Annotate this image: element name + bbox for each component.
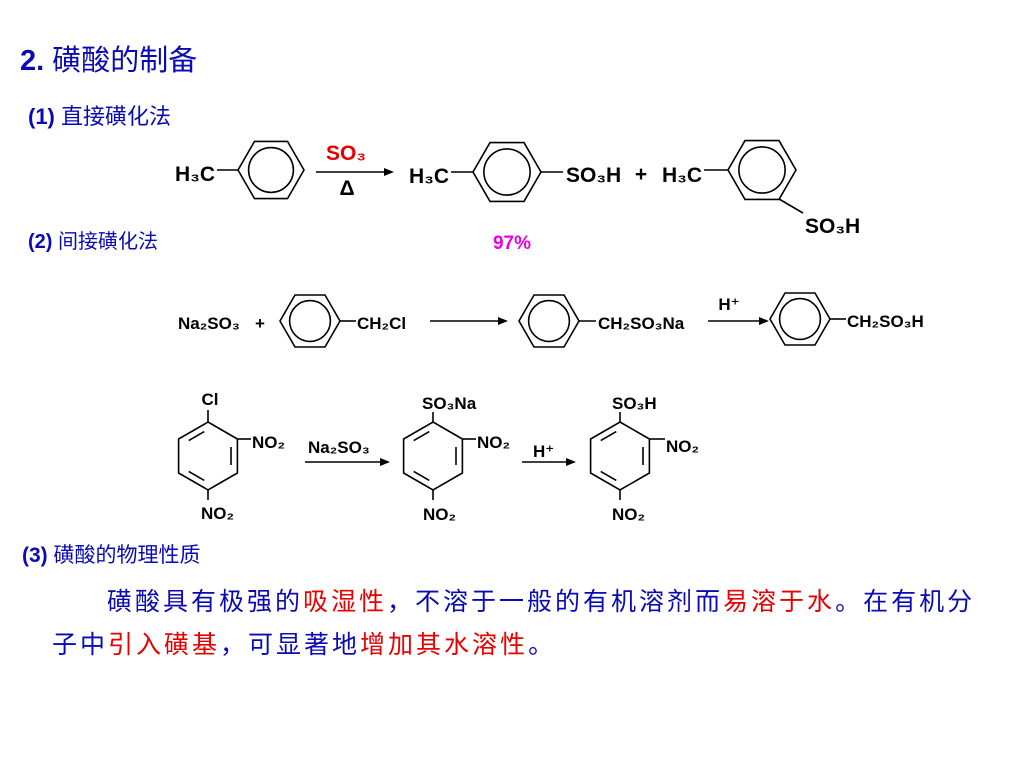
arrow-head bbox=[759, 317, 769, 325]
nitro-para-label: NO₂ bbox=[612, 505, 645, 524]
sodium-sulfite-label: Na₂SO₃ bbox=[178, 314, 240, 333]
arrow-head bbox=[384, 168, 394, 176]
double-bond-inner-line bbox=[413, 470, 430, 482]
aromatic-circle bbox=[288, 299, 332, 343]
benzylsulfonic-acid-ring bbox=[769, 292, 831, 346]
hexagon-outline bbox=[279, 294, 341, 348]
chloro-label: Cl bbox=[202, 390, 219, 409]
meta-product-ring bbox=[727, 139, 797, 201]
hexagon-outline bbox=[769, 292, 831, 346]
nitro-ortho-label: NO₂ bbox=[477, 433, 510, 452]
plus-sign: + bbox=[635, 163, 647, 186]
paragraph-segment: 。在有机分 bbox=[835, 588, 976, 616]
meta-product-methyl-label: H₃C bbox=[662, 164, 702, 187]
paragraph-highlight: 引入磺基 bbox=[108, 631, 221, 659]
para-product-methyl-label: H₃C bbox=[409, 165, 449, 188]
benzyl-sulfonation-scheme: Na₂SO₃ + CH₂Cl CH₂SO₃Na H⁺ CH₂SO₃H bbox=[178, 295, 924, 333]
hexagon-outline bbox=[589, 421, 651, 491]
paragraph-segment: 子中 bbox=[52, 631, 109, 659]
benzyl-chloride-ring bbox=[279, 294, 341, 348]
paragraph-highlight: 增加其水溶性 bbox=[360, 631, 529, 659]
double-bond-inner-line bbox=[188, 470, 205, 482]
double-bond-inner-line bbox=[188, 430, 205, 442]
arrow-head bbox=[566, 458, 576, 466]
aromatic-circle bbox=[483, 148, 531, 196]
nitro-para-label: NO₂ bbox=[423, 505, 456, 524]
chloro-dinitrobenzene-ring bbox=[177, 421, 239, 491]
dinitro-sulfonate-salt-ring bbox=[402, 421, 464, 491]
aromatic-circle bbox=[778, 297, 822, 341]
reaction-arrow-4 bbox=[305, 458, 390, 466]
para-product-sulfo-label: SO₃H bbox=[566, 164, 621, 187]
heat-condition-label: Δ bbox=[339, 177, 354, 200]
section-title: 磺酸的物理性质 bbox=[53, 544, 201, 567]
hexagon-outline bbox=[177, 421, 239, 491]
section-direct-sulfonation: (1) 直接磺化法 bbox=[28, 106, 171, 128]
double-bond-inner-line bbox=[600, 430, 617, 442]
paragraph-highlight: 吸湿性 bbox=[303, 588, 388, 616]
sulfonic-acid-label: SO₃H bbox=[612, 394, 657, 413]
dinitro-sulfonic-acid-ring bbox=[589, 421, 651, 491]
double-bond-inner-line bbox=[600, 470, 617, 482]
aromatic-circle bbox=[738, 146, 786, 194]
para-yield-label: 97% bbox=[493, 233, 531, 254]
nitro-ortho-label: NO₂ bbox=[252, 433, 285, 452]
reagent-so3-label: SO₃ bbox=[326, 142, 366, 165]
direct-sulfonation-scheme: H₃C SO₃ Δ H₃C SO₃H + H₃C SO₃H 97% bbox=[175, 142, 860, 254]
nitro-para-label: NO₂ bbox=[201, 504, 234, 523]
para-product-ring bbox=[472, 141, 542, 203]
aromatic-circle bbox=[247, 146, 295, 194]
sodium-sulfite-label: Na₂SO₃ bbox=[308, 438, 370, 457]
paragraph-line-1: 磺酸具有极强的吸湿性，不溶于一般的有机溶剂而易溶于水。在有机分 bbox=[107, 590, 975, 615]
double-bond-inner-line bbox=[413, 430, 430, 442]
sulfonate-salt-label: SO₃Na bbox=[422, 394, 477, 413]
meta-product-sulfo-label: SO₃H bbox=[805, 215, 860, 238]
paragraph-segment: ，不溶于一般的有机溶剂而 bbox=[387, 588, 724, 616]
paragraph-segment: 磺酸具有极强的 bbox=[107, 588, 304, 616]
page-title: 2. 磺酸的制备 bbox=[20, 47, 197, 76]
paragraph-line-2: 子中引入磺基，可显著地增加其水溶性。 bbox=[52, 633, 556, 658]
reaction-arrow-5 bbox=[522, 458, 576, 466]
paragraph-highlight: 易溶于水 bbox=[723, 588, 836, 616]
paragraph-segment: ，可显著地 bbox=[220, 631, 361, 659]
plus-sign: + bbox=[255, 314, 265, 333]
reaction-arrow-2 bbox=[430, 317, 508, 325]
toluene-methyl-label: H₃C bbox=[175, 163, 215, 186]
title-number: 2. bbox=[20, 45, 45, 77]
reaction-arrow-3 bbox=[708, 317, 769, 325]
nitro-sulfonation-scheme: Cl NO₂ NO₂ Na₂SO₃ SO₃Na NO₂ NO₂ H⁺ SO₃H bbox=[201, 390, 699, 524]
section-physical-properties: (3) 磺酸的物理性质 bbox=[22, 545, 201, 566]
section-title: 间接磺化法 bbox=[58, 231, 159, 253]
section-number: (2) bbox=[28, 231, 53, 253]
section-number: (3) bbox=[22, 544, 48, 567]
section-indirect-sulfonation: (2) 间接磺化法 bbox=[28, 232, 158, 252]
nitro-ortho-label: NO₂ bbox=[666, 437, 699, 456]
chloromethyl-group-label: CH₂Cl bbox=[357, 314, 406, 333]
acid-label: H⁺ bbox=[533, 442, 554, 461]
title-text: 磺酸的制备 bbox=[52, 45, 198, 77]
reaction-arrow-1 bbox=[316, 168, 394, 176]
benzyl-sulfonate-ring bbox=[518, 294, 580, 348]
sulfonic-acid-group-label: CH₂SO₃H bbox=[847, 312, 924, 331]
aromatic-circle bbox=[527, 299, 571, 343]
toluene-ring bbox=[237, 140, 305, 200]
sulfonate-salt-group-label: CH₂SO₃Na bbox=[598, 314, 685, 333]
paragraph-segment: 。 bbox=[528, 631, 557, 659]
section-number: (1) bbox=[28, 104, 55, 129]
section-title: 直接磺化法 bbox=[61, 104, 172, 129]
arrow-head bbox=[498, 317, 508, 325]
arrow-head bbox=[380, 458, 390, 466]
hexagon-outline bbox=[518, 294, 580, 348]
bond-meta-sulfo bbox=[778, 198, 804, 214]
hexagon-outline bbox=[402, 421, 464, 491]
acid-label: H⁺ bbox=[718, 295, 739, 314]
